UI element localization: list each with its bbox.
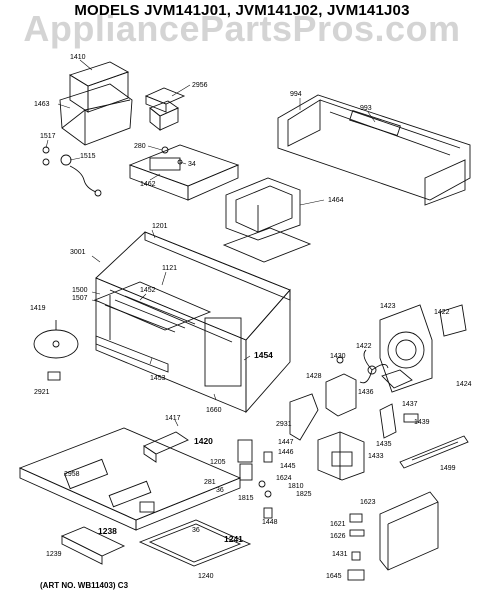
part-1205-switches [237,439,273,519]
label-1121: 1121 [162,265,177,272]
label-34: 34 [188,161,196,168]
label-1428: 1428 [306,373,322,380]
label-1623: 1623 [360,499,376,506]
part-1410-housing [59,61,133,146]
label-1420: 1420 [194,436,213,446]
diagram-title: MODELS JVM141J01, JVM141J02, JVM141J03 [74,2,410,19]
part-1201-cavity [95,231,291,414]
part-1462-tray [128,144,240,201]
label-1240: 1240 [198,573,214,580]
part-1241-base-plate [18,427,242,531]
label-2921: 2921 [34,389,50,396]
label-1447: 1447 [278,439,294,446]
part-1422-fan [359,349,389,384]
label-280: 280 [134,143,146,150]
label-1205: 1205 [210,459,226,466]
label-1433: 1433 [368,453,384,460]
label-1419: 1419 [30,305,46,312]
label-1621: 1621 [330,521,346,528]
label-1424: 1424 [456,381,472,388]
label-1437: 1437 [402,401,418,408]
label-1517: 1517 [40,133,56,140]
label-2931: 2931 [276,421,292,428]
label-1453: 1453 [150,375,166,382]
label-1515: 1515 [80,153,96,160]
label-1454: 1454 [254,350,273,360]
label-1448: 1448 [262,519,278,526]
label-1464: 1464 [328,197,344,204]
label-36-b: 36 [192,527,200,534]
label-1439: 1439 [414,419,430,426]
label-1435: 1435 [376,441,392,448]
label-1810: 1810 [288,483,304,490]
part-1623-control-panel [347,491,439,581]
part-1428-transformer [325,356,419,439]
part-1238-grille [60,526,126,565]
label-281: 281 [204,479,216,486]
part-1499-rail [399,435,469,469]
label-1462: 1462 [140,181,156,188]
label-994: 994 [290,91,302,98]
part-1433-magnetron [317,431,365,481]
art-number-caption: (ART NO. WB11403) C3 [40,581,129,590]
label-1241: 1241 [224,534,243,544]
part-1420-tray [143,431,189,463]
label-1410: 1410 [70,54,86,61]
part-2931-bracket [289,393,319,441]
label-1423: 1423 [380,303,396,310]
label-1825: 1825 [296,491,312,498]
label-1500: 1500 [72,287,88,294]
label-1422-b: 1422 [356,343,372,350]
part-1464-duct [222,177,312,263]
label-2956: 2956 [192,82,208,89]
part-1423-fan-housing [379,304,467,393]
label-1239: 1239 [46,551,62,558]
label-1417: 1417 [165,415,181,422]
label-2958: 2958 [64,471,80,478]
label-3001: 3001 [70,249,86,256]
label-1446: 1446 [278,449,294,456]
part-1517-1515-fasteners [42,146,102,197]
label-36-a: 36 [216,487,224,494]
label-1201: 1201 [152,223,168,230]
part-2956-box [144,87,186,131]
label-1238: 1238 [98,526,117,536]
label-1431: 1431 [332,551,348,558]
part-993-top-bracket [277,94,471,206]
label-993: 993 [360,105,372,112]
label-1452: 1452 [140,287,156,294]
label-1445: 1445 [280,463,296,470]
label-1430: 1430 [330,353,346,360]
label-1660: 1660 [206,407,222,414]
label-1645: 1645 [326,573,342,580]
label-1436: 1436 [358,389,374,396]
label-1815: 1815 [238,495,254,502]
label-1626: 1626 [330,533,346,540]
label-1499: 1499 [440,465,456,472]
part-1419-plate [33,320,79,381]
label-1463: 1463 [34,101,50,108]
label-1422-a: 1422 [434,309,450,316]
label-1624: 1624 [276,475,292,482]
label-1507: 1507 [72,295,88,302]
part-1452-shelf [93,281,212,373]
part-number-labels: 1410 1463 2956 1517 1515 280 34 1462 994… [30,54,472,580]
leader-lines [45,59,376,427]
part-1240-bottom-tray [138,519,252,567]
